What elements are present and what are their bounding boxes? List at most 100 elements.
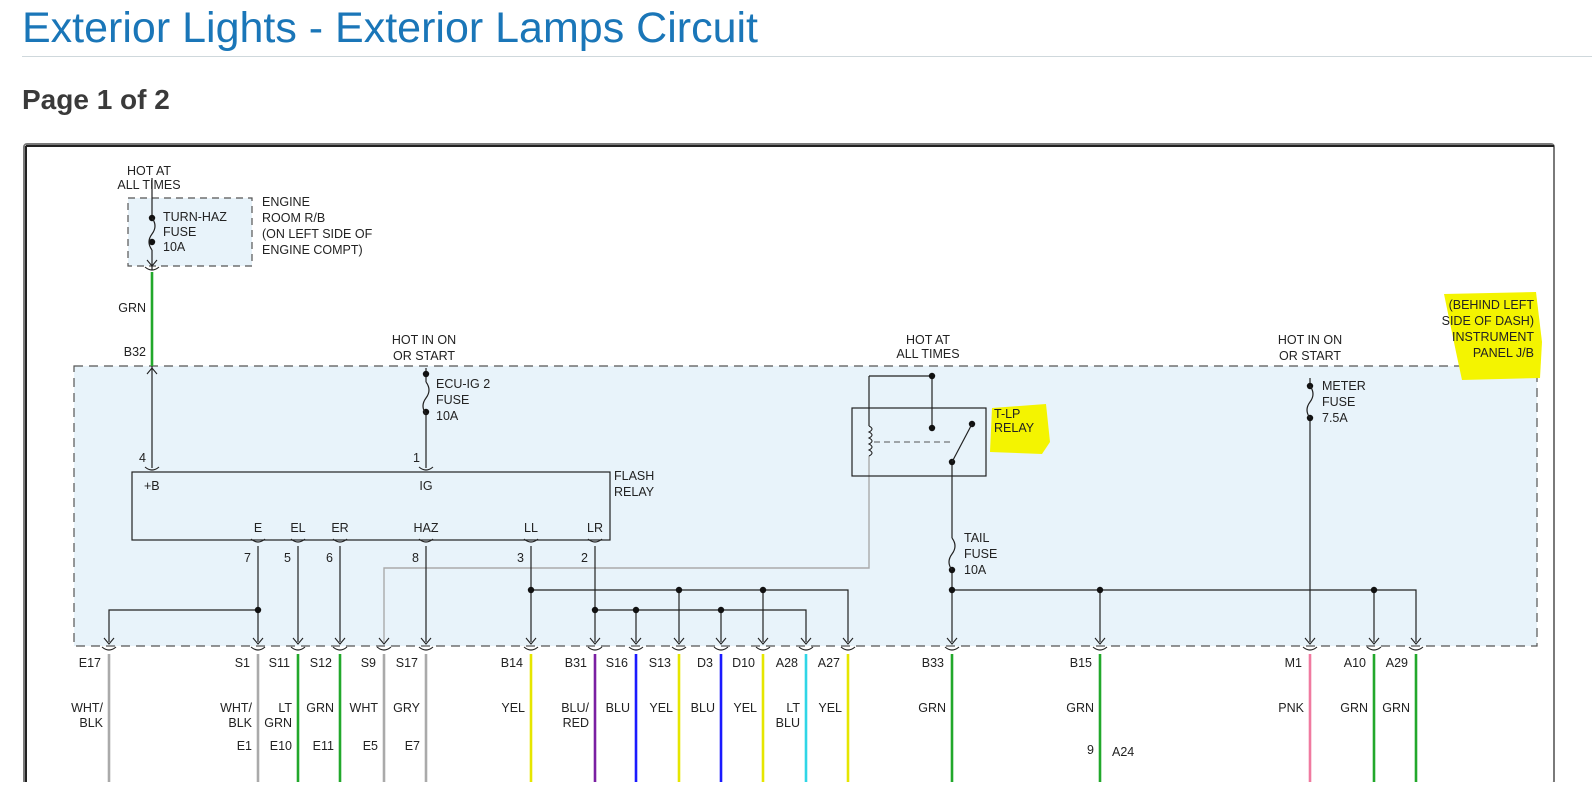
- hot-in-on-label: HOT IN ON: [1278, 333, 1342, 347]
- connector-socket: [250, 646, 266, 651]
- hot-at-all-times-label: HOT AT: [906, 333, 950, 347]
- terminal-arrow: [946, 637, 958, 645]
- wire-color-label: YEL: [501, 701, 525, 715]
- junction-dot: [717, 606, 725, 614]
- terminal-arrow: [1410, 637, 1422, 645]
- connector-id-b15: B15: [1070, 656, 1092, 670]
- engine-room-rb-label: ENGINE: [262, 195, 310, 209]
- terminal-arrow: [292, 637, 304, 645]
- connector-socket: [1092, 646, 1108, 651]
- next-connector-id: E1: [237, 739, 252, 753]
- flash-relay-pin-number: 8: [412, 551, 419, 565]
- label-layer: E17WHT/BLKS1WHT/BLKE1S11LTGRNE10S12GRNE1…: [71, 164, 1534, 759]
- flash-relay-pin-number: 3: [517, 551, 524, 565]
- connector-socket: [376, 646, 392, 651]
- connector-id-s9: S9: [361, 656, 376, 670]
- wire-segment: [952, 589, 1417, 642]
- wire-segment: [531, 589, 849, 642]
- terminal-arrow: [800, 637, 812, 645]
- wire-segment: [595, 609, 807, 642]
- connector-socket: [671, 646, 687, 651]
- engine-room-rb-label: ENGINE COMPT): [262, 243, 363, 257]
- connector-socket: [755, 646, 771, 651]
- engine-room-rb-label: (ON LEFT SIDE OF: [262, 227, 373, 241]
- terminal-arrow: [757, 637, 769, 645]
- wire-color-label: GRN: [918, 701, 946, 715]
- flash-relay-pin-lr: LR: [587, 521, 603, 535]
- flash-relay-pin-number: 5: [284, 551, 291, 565]
- hot-in-on-label: OR START: [1279, 349, 1341, 363]
- meter-fuse-label: 7.5A: [1322, 411, 1348, 425]
- ecu-ig2-fuse-symbol: [422, 381, 430, 415]
- connector-id-s12: S12: [310, 656, 332, 670]
- connector-socket: [798, 646, 814, 651]
- terminal-arrow: [842, 637, 854, 645]
- terminal-arrow: [334, 637, 346, 645]
- wire-color-label: GRN: [306, 701, 334, 715]
- instrument-panel-jb-label: (BEHIND LEFT: [1449, 298, 1535, 312]
- connector-socket: [587, 646, 603, 651]
- flash-pin-socket: [144, 466, 160, 471]
- instrument-panel-jb-label: SIDE OF DASH): [1442, 314, 1534, 328]
- tail-fuse-label: TAIL: [964, 531, 990, 545]
- connector-socket: [332, 646, 348, 651]
- turn-haz-fuse-label: FUSE: [163, 225, 196, 239]
- page-title: Exterior Lights - Exterior Lamps Circuit: [22, 4, 758, 52]
- flash-relay-label: FLASH: [614, 469, 654, 483]
- terminal-arrow: [146, 259, 158, 267]
- relay-label-highlight: [990, 404, 1050, 454]
- connector-id-d10: D10: [732, 656, 755, 670]
- flash-relay-pin-ig: IG: [419, 479, 432, 493]
- tlp-relay-label: RELAY: [994, 421, 1035, 435]
- connector-socket: [101, 646, 117, 651]
- flash-pin-socket: [523, 538, 539, 543]
- connector-id-b14: B14: [501, 656, 523, 670]
- relay-coil-symbol: [867, 425, 873, 457]
- flash-relay-pin-number: 6: [326, 551, 333, 565]
- ecu-ig2-fuse-label: ECU-IG 2: [436, 377, 490, 391]
- next-connector-id: E10: [270, 739, 292, 753]
- flash-pin-socket: [332, 538, 348, 543]
- wire-color-label: PNK: [1278, 701, 1304, 715]
- wht-wire: [383, 456, 870, 642]
- wire-color-label: WHT: [350, 701, 379, 715]
- instrument-panel-jb-label: INSTRUMENT: [1452, 330, 1534, 344]
- terminal-arrow: [1368, 637, 1380, 645]
- junction-dot: [759, 586, 767, 594]
- b-connector-socket: [144, 266, 160, 271]
- wire-color-label: GRN: [264, 716, 292, 730]
- tail-fuse-label: FUSE: [964, 547, 997, 561]
- connector-socket: [840, 646, 856, 651]
- hot-in-on-label: HOT IN ON: [392, 333, 456, 347]
- wire-color-label: RED: [563, 716, 589, 730]
- turn-haz-fuse-label: 10A: [163, 240, 186, 254]
- meter-fuse-symbol: [1306, 385, 1314, 419]
- terminal-arrow: [525, 637, 537, 645]
- wire-color-label: YEL: [733, 701, 757, 715]
- meter-fuse-label: METER: [1322, 379, 1366, 393]
- connector-id-s13: S13: [649, 656, 671, 670]
- flash-relay-pin-er: ER: [331, 521, 348, 535]
- connector-socket: [523, 646, 539, 651]
- wire-color-label: GRN: [1066, 701, 1094, 715]
- tail-fuse-label: 10A: [964, 563, 987, 577]
- flash-pin-socket: [418, 538, 434, 543]
- terminal-arrow: [715, 637, 727, 645]
- wire-color-label: BLU/: [561, 701, 589, 715]
- hot-at-all-times-label: ALL TIMES: [896, 347, 959, 361]
- wire-color-label: BLK: [79, 716, 103, 730]
- connector-id-b32: B32: [124, 345, 146, 359]
- meter-fuse-label: FUSE: [1322, 395, 1355, 409]
- terminal-arrow: [1304, 637, 1316, 645]
- tail-fuse-symbol: [948, 537, 956, 571]
- flash-relay-box: [131, 471, 611, 541]
- turn-haz-fuse-symbol: [148, 217, 156, 251]
- junction-dot: [928, 372, 936, 380]
- terminal-arrow: [673, 637, 685, 645]
- turn-haz-fuse-label: TURN-HAZ: [163, 210, 227, 224]
- connector-id-e17: E17: [79, 656, 101, 670]
- connector-socket: [1302, 646, 1318, 651]
- connector-socket: [944, 646, 960, 651]
- grn-wire-label: GRN: [118, 301, 146, 315]
